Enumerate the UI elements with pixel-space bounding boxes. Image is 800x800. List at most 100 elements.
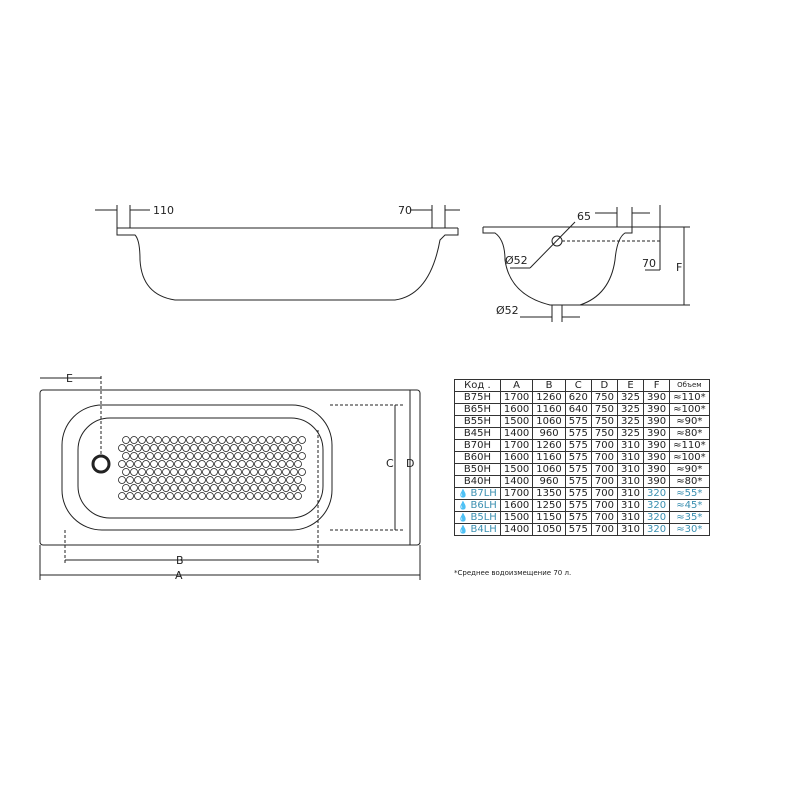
- column-header: A: [499, 379, 534, 392]
- mat-cell: [162, 484, 170, 492]
- mat-cell: [298, 468, 306, 476]
- value-cell: 390: [643, 463, 671, 476]
- value-cell: 390: [643, 415, 671, 428]
- mat-cell: [226, 468, 234, 476]
- mat-cell: [170, 468, 178, 476]
- water-drop-icon: 💧: [458, 489, 471, 498]
- value-cell: 960: [532, 475, 566, 488]
- mat-cell: [266, 468, 274, 476]
- value-cell: 575: [564, 451, 592, 464]
- value-cell: 310: [616, 523, 645, 536]
- mat-cell: [170, 484, 178, 492]
- drain-dia-label: Ø52: [496, 304, 519, 317]
- column-header: D: [590, 379, 618, 392]
- mat-cell: [182, 492, 190, 500]
- mat-cell: [158, 444, 166, 452]
- value-cell: 1050: [532, 523, 566, 536]
- mat-cell: [194, 484, 202, 492]
- mat-cell: [266, 436, 274, 444]
- mat-cell: [146, 468, 154, 476]
- value-cell: 310: [616, 451, 645, 464]
- mat-cell: [146, 452, 154, 460]
- mat-cell: [198, 492, 206, 500]
- mat-cell: [158, 476, 166, 484]
- mat-cell: [222, 460, 230, 468]
- code-text: B55H: [463, 416, 491, 427]
- mat-cell: [238, 460, 246, 468]
- code-cell: B45H: [454, 427, 501, 440]
- mat-cell: [254, 444, 262, 452]
- code-text: B7LH: [470, 488, 497, 499]
- mat-cell: [290, 452, 298, 460]
- mat-cell: [270, 460, 278, 468]
- value-cell: ≈90*: [669, 415, 710, 428]
- mat-cell: [214, 460, 222, 468]
- value-cell: 1260: [532, 391, 566, 404]
- mat-cell: [162, 452, 170, 460]
- mat-cell: [234, 452, 242, 460]
- top-e-label: E: [66, 372, 73, 385]
- mat-cell: [194, 436, 202, 444]
- column-header: E: [616, 379, 645, 392]
- mat-cell: [234, 436, 242, 444]
- mat-cell: [198, 460, 206, 468]
- mat-cell: [238, 492, 246, 500]
- value-cell: 1700: [499, 391, 534, 404]
- code-text: B5LH: [470, 512, 497, 523]
- value-cell: 575: [564, 427, 592, 440]
- value-cell: 960: [532, 427, 566, 440]
- mat-cell: [242, 468, 250, 476]
- mat-cell: [146, 484, 154, 492]
- top-view: E B A C D: [39, 372, 421, 582]
- top-d-label: D: [406, 457, 414, 470]
- value-cell: 310: [616, 463, 645, 476]
- mat-cell: [174, 460, 182, 468]
- mat-cell: [250, 452, 258, 460]
- top-c-label: C: [386, 457, 394, 470]
- mat-cell: [118, 460, 126, 468]
- mat-cell: [130, 436, 138, 444]
- value-cell: ≈100*: [669, 403, 710, 416]
- code-cell: B55H: [454, 415, 501, 428]
- mat-cell: [182, 460, 190, 468]
- value-cell: 1500: [499, 463, 534, 476]
- value-cell: 1700: [499, 439, 534, 452]
- mat-cell: [294, 476, 302, 484]
- value-cell: 325: [616, 391, 645, 404]
- mat-cell: [150, 460, 158, 468]
- mat-cell: [178, 468, 186, 476]
- mat-cell: [238, 476, 246, 484]
- mat-cell: [150, 444, 158, 452]
- mat-cell: [198, 444, 206, 452]
- mat-cell: [274, 452, 282, 460]
- mat-cell: [286, 492, 294, 500]
- value-cell: 1700: [499, 487, 534, 500]
- mat-cell: [138, 468, 146, 476]
- value-cell: 700: [590, 475, 618, 488]
- mat-cell: [126, 444, 134, 452]
- value-cell: 310: [616, 499, 645, 512]
- mat-cell: [254, 460, 262, 468]
- column-header: F: [643, 379, 671, 392]
- mat-cell: [286, 460, 294, 468]
- end-view: Ø52 65 70 F Ø52: [482, 205, 690, 322]
- mat-cell: [278, 460, 286, 468]
- mat-cell: [242, 436, 250, 444]
- value-cell: 310: [616, 487, 645, 500]
- code-text: B6LH: [470, 500, 497, 511]
- mat-cell: [118, 492, 126, 500]
- mat-cell: [190, 492, 198, 500]
- code-cell: 💧 B4LH: [454, 523, 501, 536]
- mat-cell: [210, 468, 218, 476]
- value-cell: ≈90*: [669, 463, 710, 476]
- value-cell: 750: [590, 427, 618, 440]
- mat-cell: [250, 484, 258, 492]
- mat-cell: [174, 444, 182, 452]
